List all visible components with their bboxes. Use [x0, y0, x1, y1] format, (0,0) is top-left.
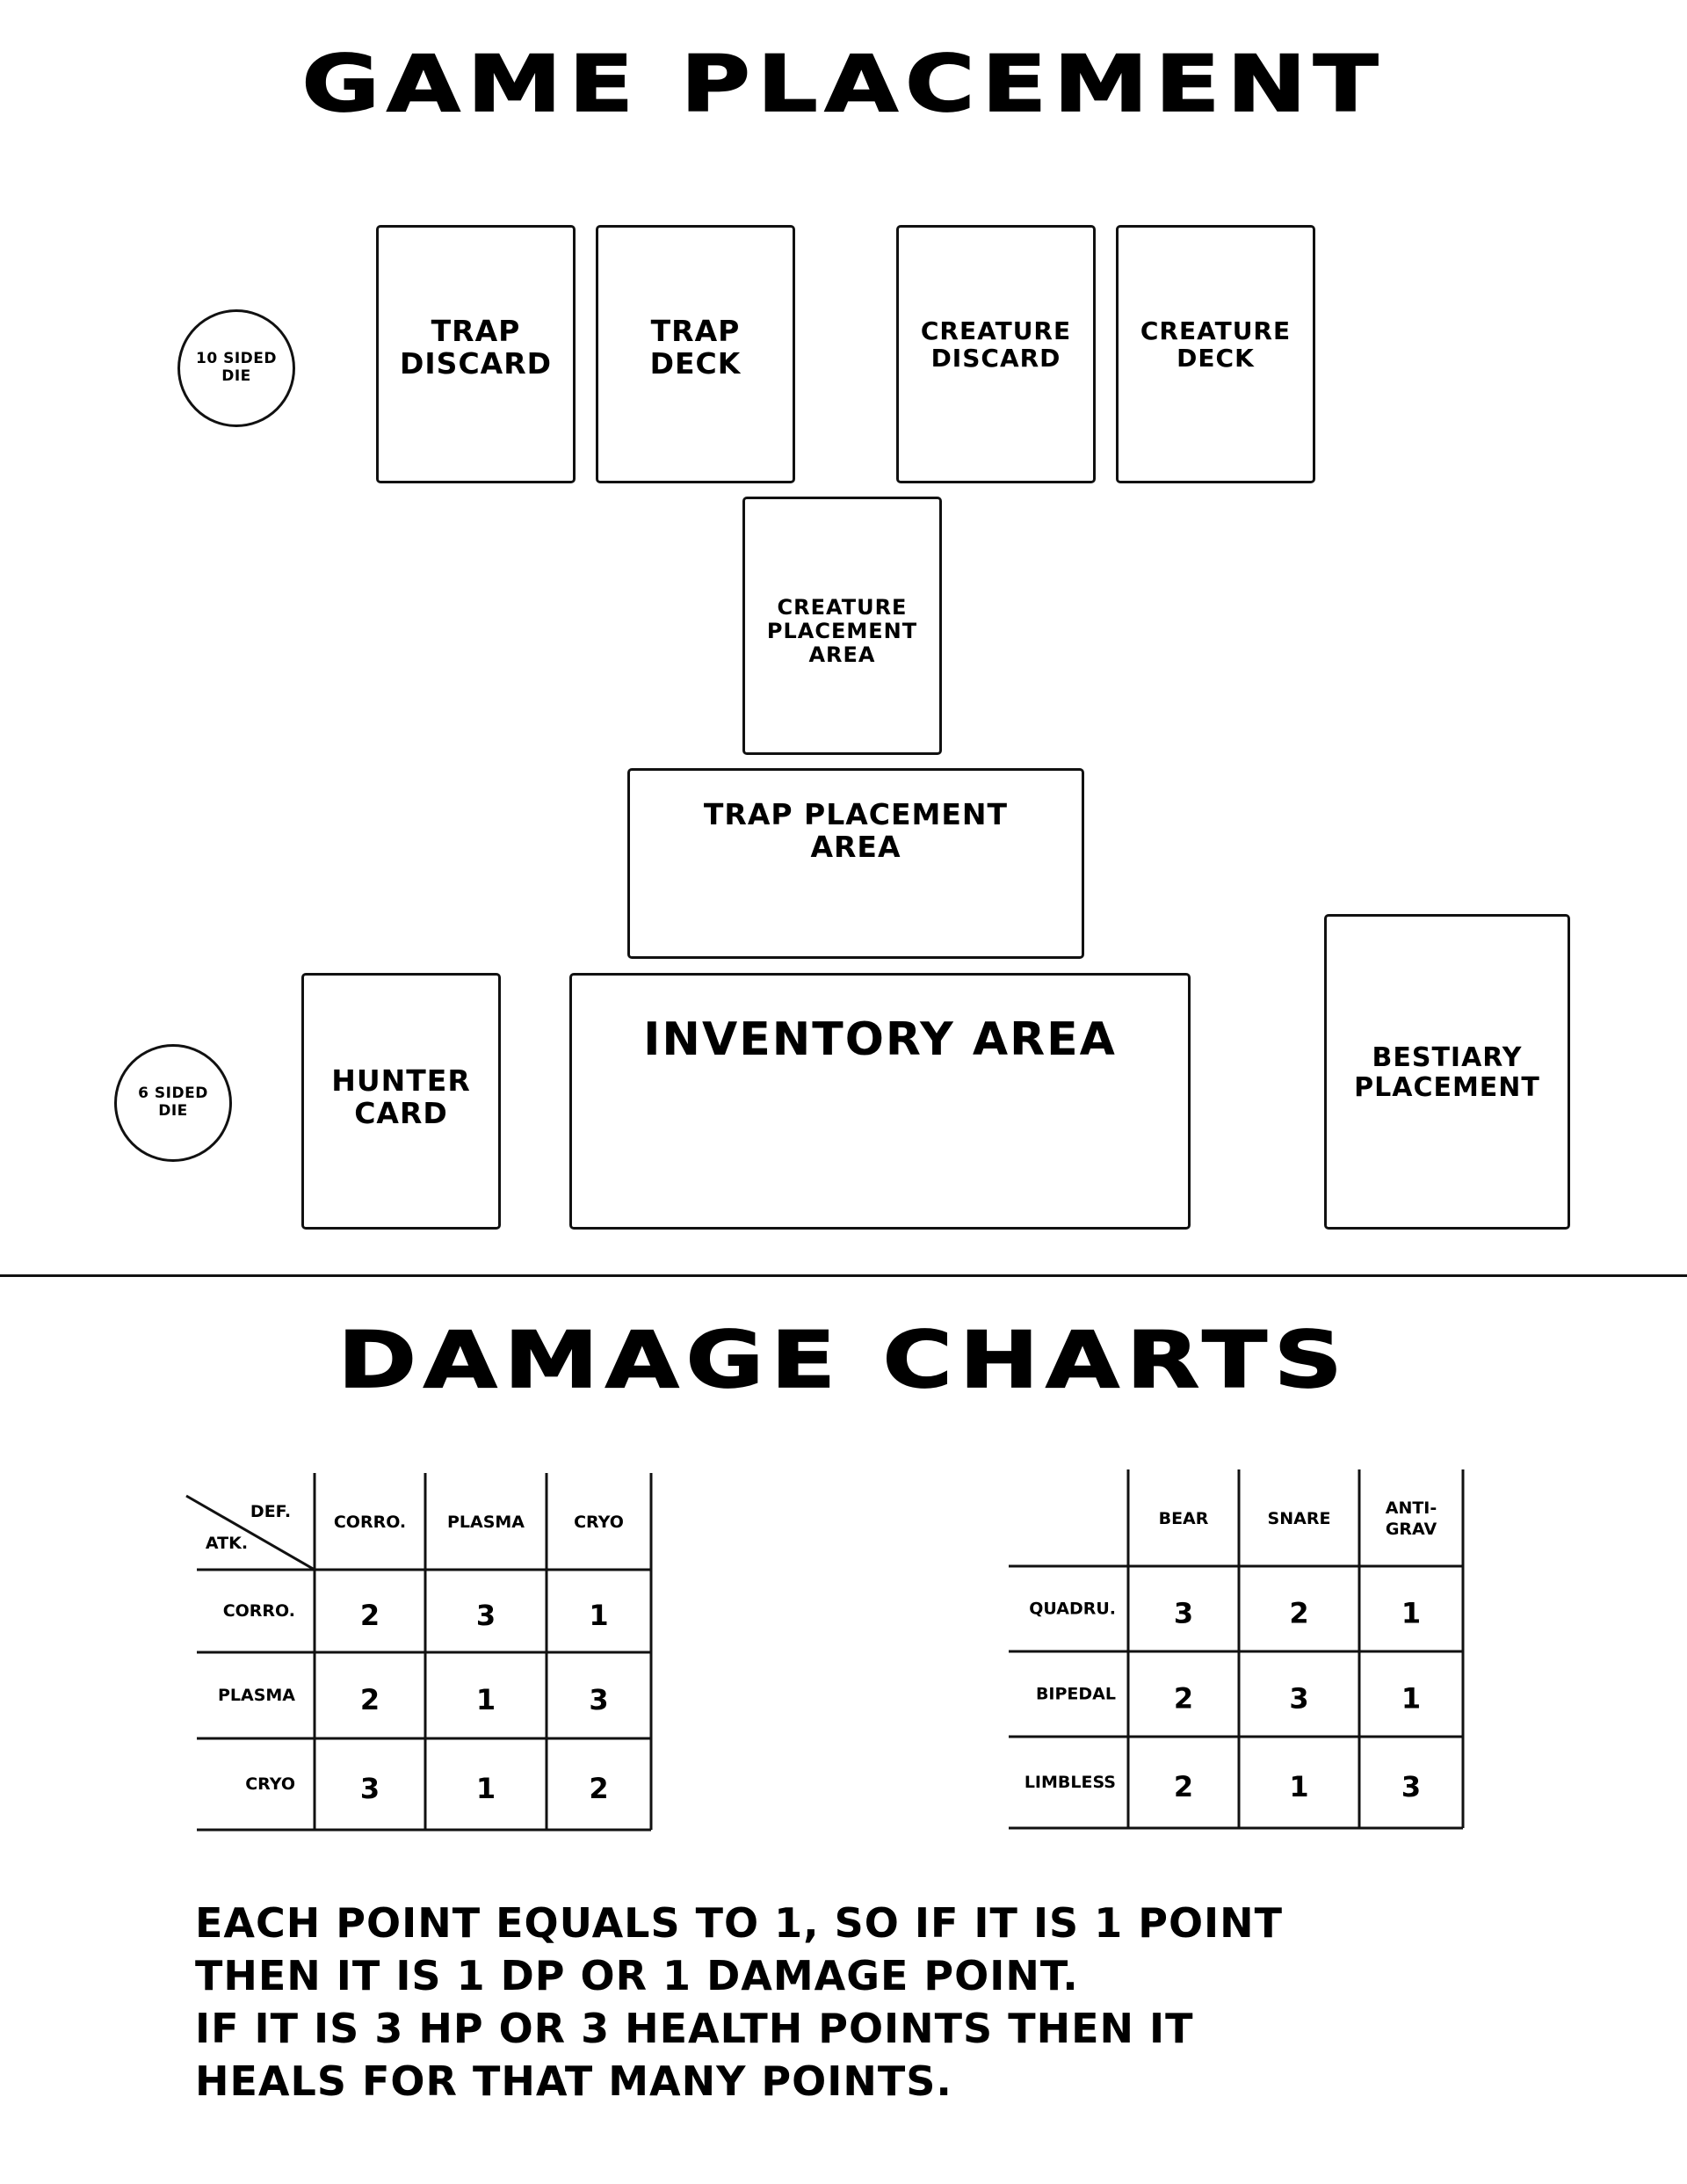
hunter-card-slot: HUNTER CARD — [301, 973, 501, 1230]
table-cell-value: 2 — [360, 1683, 380, 1716]
ten-sided-die-slot: 10 SIDED DIE — [177, 309, 295, 427]
trap-deck-label: TRAP DECK — [649, 314, 742, 381]
column-header: SNARE — [1268, 1509, 1331, 1528]
bestiary-placement-slot: BESTIARY PLACEMENT — [1324, 914, 1570, 1230]
table-cell-value: 2 — [360, 1599, 380, 1632]
column-header: ANTI-GRAV — [1386, 1498, 1437, 1539]
table-cell-value: 3 — [360, 1772, 380, 1805]
table-cell-value: 3 — [1174, 1597, 1193, 1630]
bestiary-placement-label: BESTIARY PLACEMENT — [1354, 1042, 1540, 1103]
hunter-card-label: HUNTER CARD — [331, 1063, 471, 1130]
damage-charts-title: DAMAGE CHARTS — [337, 1315, 1350, 1406]
note-line: HEALS FOR THAT MANY POINTS. — [195, 2057, 952, 2105]
table-cell-value: 2 — [1289, 1597, 1308, 1630]
table-cell-value: 1 — [1289, 1770, 1308, 1803]
row-header: PLASMA — [218, 1686, 295, 1705]
trap-placement-label: TRAP PLACEMENT AREA — [703, 797, 1009, 864]
note-line: IF IT IS 3 HP OR 3 HEALTH POINTS THEN IT — [195, 2005, 1194, 2052]
row-header: CRYO — [245, 1774, 295, 1794]
table-cell-value: 1 — [1401, 1597, 1421, 1630]
trap-deck-slot: TRAP DECK — [596, 225, 795, 483]
inventory-area-label: INVENTORY AREA — [643, 1013, 1117, 1066]
trap-discard-slot: TRAP DISCARD — [376, 225, 576, 483]
trap-placement-area: TRAP PLACEMENT AREA — [627, 768, 1084, 959]
corner-label-def: DEF. — [250, 1502, 291, 1521]
column-header: CRYO — [574, 1513, 624, 1532]
row-header: LIMBLESS — [1025, 1773, 1116, 1792]
table-cell-value: 3 — [589, 1683, 608, 1716]
table-cell-value: 2 — [1174, 1682, 1193, 1716]
note-line: EACH POINT EQUALS TO 1, SO IF IT IS 1 PO… — [195, 1899, 1284, 1947]
table-cell-value: 1 — [589, 1599, 608, 1632]
table-cell-value: 2 — [589, 1772, 608, 1805]
trap-discard-label: TRAP DISCARD — [400, 314, 552, 381]
table-cell-value: 1 — [476, 1683, 496, 1716]
table-cell-value: 1 — [476, 1772, 496, 1805]
table-cell-value: 2 — [1174, 1770, 1193, 1803]
creature-deck-slot: CREATURE DECK — [1116, 225, 1315, 483]
inventory-area: INVENTORY AREA — [569, 973, 1191, 1230]
creature-discard-slot: CREATURE DISCARD — [896, 225, 1096, 483]
creature-discard-label: CREATURE DISCARD — [920, 316, 1072, 374]
creature-placement-label: CREATURE PLACEMENT AREA — [766, 595, 918, 667]
creature-deck-label: CREATURE DECK — [1140, 316, 1292, 374]
column-header: CORRO. — [334, 1513, 406, 1532]
table-cell-value: 3 — [1401, 1770, 1421, 1803]
note-line: THEN IT IS 1 DP OR 1 DAMAGE POINT. — [195, 1952, 1079, 1999]
six-sided-die-slot: 6 SIDED DIE — [114, 1044, 232, 1162]
column-header: PLASMA — [447, 1513, 525, 1532]
creature-placement-area: CREATURE PLACEMENT AREA — [742, 497, 942, 755]
points-explanation: EACH POINT EQUALS TO 1, SO IF IT IS 1 PO… — [195, 1897, 1636, 2108]
row-header: BIPEDAL — [1036, 1685, 1116, 1704]
game-placement-title: GAME PLACEMENT — [301, 39, 1386, 130]
table-cell-value: 3 — [476, 1599, 496, 1632]
column-header: BEAR — [1159, 1509, 1209, 1528]
corner-label-atk: ATK. — [206, 1534, 248, 1553]
table-cell-value: 1 — [1401, 1682, 1421, 1716]
row-header: QUADRU. — [1029, 1600, 1116, 1619]
row-header: CORRO. — [223, 1601, 295, 1621]
corner-diagonal — [185, 1494, 315, 1571]
section-divider — [0, 1274, 1687, 1277]
table-cell-value: 3 — [1289, 1682, 1308, 1716]
